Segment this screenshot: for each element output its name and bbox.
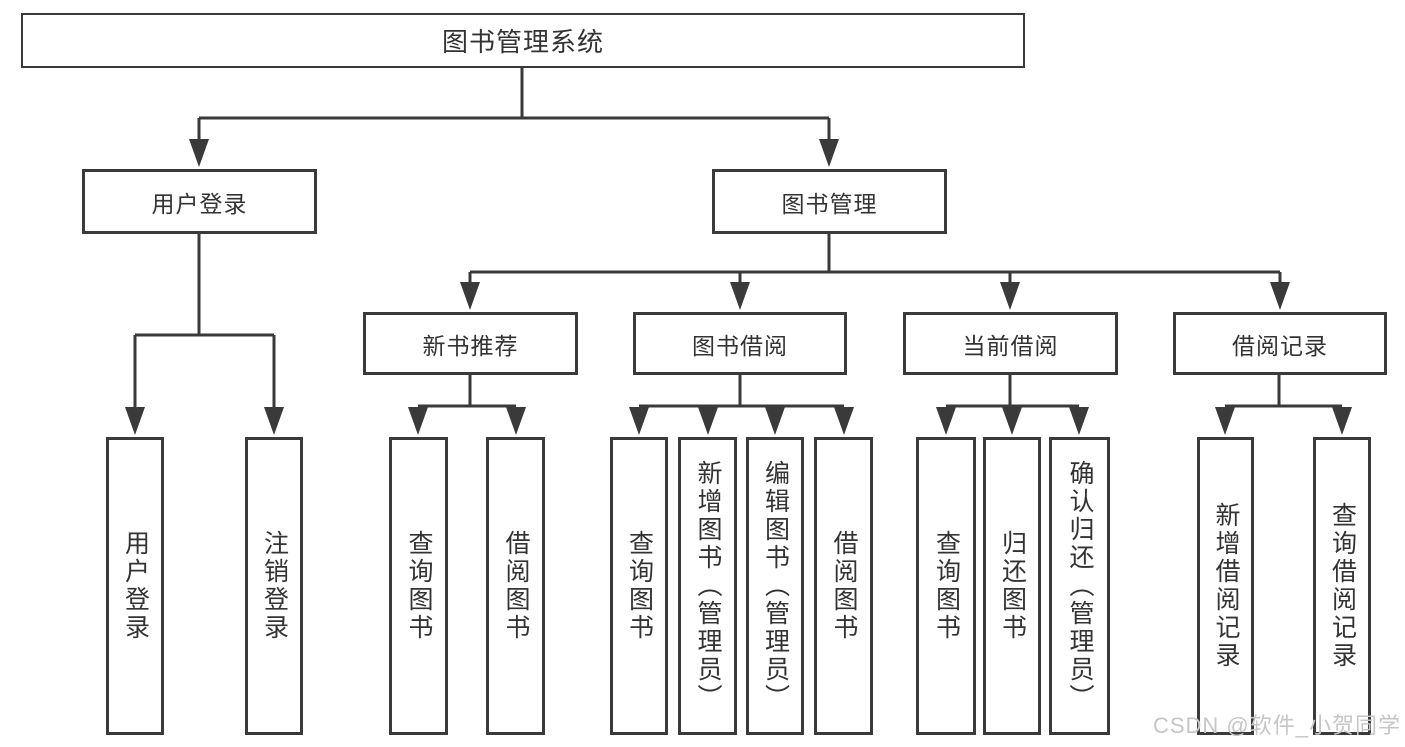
leaf-label: 借阅图书 — [830, 530, 858, 642]
leaf-label: 确认归还（管理员） — [1066, 460, 1094, 712]
node-book-borrow: 图书借阅 — [633, 312, 847, 375]
arrowhead — [1000, 282, 1020, 310]
leaf-query-books: 查询图书 — [389, 437, 448, 735]
leaf-add-books-admin: 新增图书（管理员） — [678, 437, 737, 735]
leaf-label: 借阅图书 — [502, 530, 530, 642]
connector-root-level2 — [197, 68, 831, 142]
arrowhead — [1002, 407, 1022, 435]
node-new-book-recommend: 新书推荐 — [363, 312, 578, 375]
arrowhead — [765, 407, 785, 435]
leaf-add-borrow-record: 新增借阅记录 — [1197, 437, 1254, 735]
leaf-confirm-return-admin: 确认归还（管理员） — [1049, 437, 1110, 735]
node-current-borrow: 当前借阅 — [903, 312, 1118, 375]
csdn-watermark: CSDN @软件_小贺同学 — [1152, 713, 1401, 738]
arrowhead — [1069, 407, 1089, 435]
arrowhead — [698, 407, 718, 435]
leaf-edit-books-admin: 编辑图书（管理员） — [746, 437, 804, 735]
arrowhead — [1215, 407, 1235, 435]
arrowhead — [819, 139, 839, 167]
node-borrow-record: 借阅记录 — [1173, 312, 1387, 375]
leaf-label: 查询借阅记录 — [1328, 502, 1357, 670]
leaf-borrow-books: 借阅图书 — [814, 437, 873, 735]
leaf-label: 注销登录 — [260, 530, 289, 642]
arrowhead — [730, 282, 750, 310]
leaf-logout: 注销登录 — [245, 437, 303, 735]
leaf-user-login: 用户登录 — [106, 437, 164, 735]
leaf-label: 查询图书 — [625, 530, 654, 642]
leaf-borrow-books: 借阅图书 — [486, 437, 545, 735]
node-book-management: 图书管理 — [712, 169, 947, 234]
connector-borrowrecord-leaves — [1225, 375, 1342, 408]
arrowhead — [1332, 407, 1352, 435]
leaf-return-books: 归还图书 — [983, 437, 1041, 735]
leaf-label: 新增借阅记录 — [1212, 502, 1240, 670]
arrowhead — [629, 407, 649, 435]
leaf-query-books: 查询图书 — [916, 437, 976, 735]
arrowhead — [506, 407, 526, 435]
leaf-label: 查询图书 — [932, 530, 961, 642]
arrowhead — [460, 282, 480, 310]
arrowhead — [264, 407, 284, 435]
arrowhead — [189, 139, 209, 167]
arrowhead — [1270, 282, 1290, 310]
leaf-query-books: 查询图书 — [610, 437, 668, 735]
connector-userlogin-leaves — [133, 234, 276, 410]
connector-bookmgmt-level3 — [468, 234, 1282, 285]
leaf-label: 查询图书 — [405, 530, 433, 642]
leaf-label: 新增图书（管理员） — [694, 460, 722, 712]
connector-bookborrow-leaves — [639, 375, 844, 408]
leaf-query-borrow-record: 查询借阅记录 — [1313, 437, 1371, 735]
node-root: 图书管理系统 — [21, 13, 1025, 68]
connector-newbook-leaves — [418, 375, 516, 408]
connector-currentborrow-leaves — [946, 375, 1079, 408]
arrowhead — [936, 407, 956, 435]
node-user-login: 用户登录 — [82, 169, 317, 234]
leaf-label: 归还图书 — [998, 530, 1027, 642]
arrowhead — [834, 407, 854, 435]
leaf-label: 用户登录 — [121, 530, 150, 642]
arrowhead — [408, 407, 428, 435]
arrowhead — [125, 407, 145, 435]
leaf-label: 编辑图书（管理员） — [761, 460, 790, 712]
